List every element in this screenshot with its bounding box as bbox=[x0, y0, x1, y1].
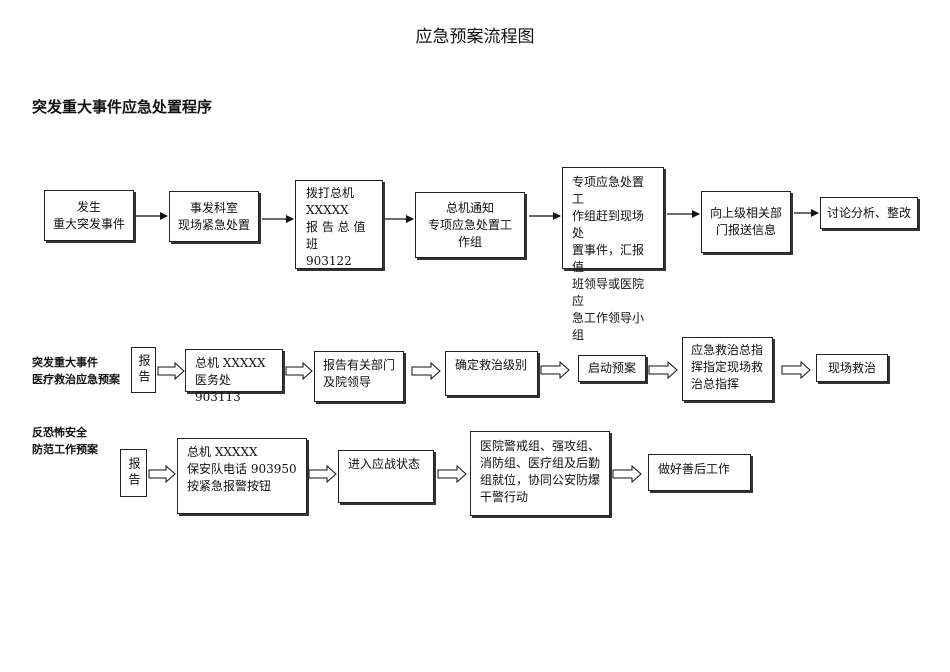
step-call-operator: 拨打总机 XXXXX 报 告 总 值 班 903122 bbox=[295, 180, 383, 269]
step-occur-event: 发生 重大突发事件 bbox=[44, 190, 134, 241]
step-notify-team: 总机通知 专项应急处置工 作组 bbox=[415, 192, 525, 258]
s2-step-operator: 总机 XXXXX 医务处 903113 bbox=[185, 349, 283, 404]
s3-step-call-security: 总机 XXXXX 保安队电话 903950 按紧急报警按钮 bbox=[177, 438, 307, 514]
step-review: 讨论分析、整改 bbox=[820, 197, 918, 229]
section1-heading: 突发重大事件应急处置程序 bbox=[32, 98, 213, 116]
section3-label: 反恐怖安全 防范工作预案 bbox=[32, 426, 98, 456]
section2-report-box: 报告 bbox=[131, 347, 156, 393]
s3-step-aftermath: 做好善后工作 bbox=[648, 454, 751, 491]
s2-step-commander: 应急救治总指 挥指定现场救 治总指挥 bbox=[682, 337, 773, 401]
s2-step-report-leaders: 报告有关部门 及院领导 bbox=[314, 351, 404, 402]
hollow-arrow-s3-2 bbox=[308, 464, 337, 484]
step-team-onsite: 专项应急处置工 作组赶到现场处 置事件，汇报值 班领导或医院应 急工作领导小组 bbox=[562, 167, 664, 342]
hollow-arrow-s2-4 bbox=[540, 360, 570, 380]
step-report-upper: 向上级相关部 门报送信息 bbox=[701, 191, 791, 253]
hollow-arrow-s3-1 bbox=[148, 464, 176, 484]
page-title: 应急预案流程图 bbox=[415, 27, 535, 47]
hollow-arrow-s3-4 bbox=[612, 464, 642, 484]
s2-step-onsite-rescue: 现场救治 bbox=[816, 354, 888, 382]
hollow-arrow-s2-2 bbox=[285, 361, 313, 381]
section3-report-box: 报告 bbox=[120, 449, 147, 497]
s2-step-determine-level: 确定救治级别 bbox=[445, 351, 538, 396]
s3-step-teams-deploy: 医院警戒组、强攻组、 消防组、医疗组及后勤 组就位，协同公安防爆 干警行动 bbox=[470, 431, 610, 516]
section2-label: 突发重大事件 医疗救治应急预案 bbox=[32, 356, 120, 386]
s3-step-combat-ready: 进入应战状态 bbox=[338, 450, 434, 503]
s2-step-activate-plan: 启动预案 bbox=[578, 355, 646, 382]
hollow-arrow-s2-1 bbox=[157, 361, 185, 381]
hollow-arrow-s2-3 bbox=[411, 361, 441, 381]
hollow-arrow-s2-5 bbox=[648, 360, 678, 380]
hollow-arrow-s2-6 bbox=[781, 360, 811, 380]
step-dept-handling: 事发科室 现场紧急处置 bbox=[169, 191, 259, 242]
hollow-arrow-s3-3 bbox=[437, 464, 467, 484]
